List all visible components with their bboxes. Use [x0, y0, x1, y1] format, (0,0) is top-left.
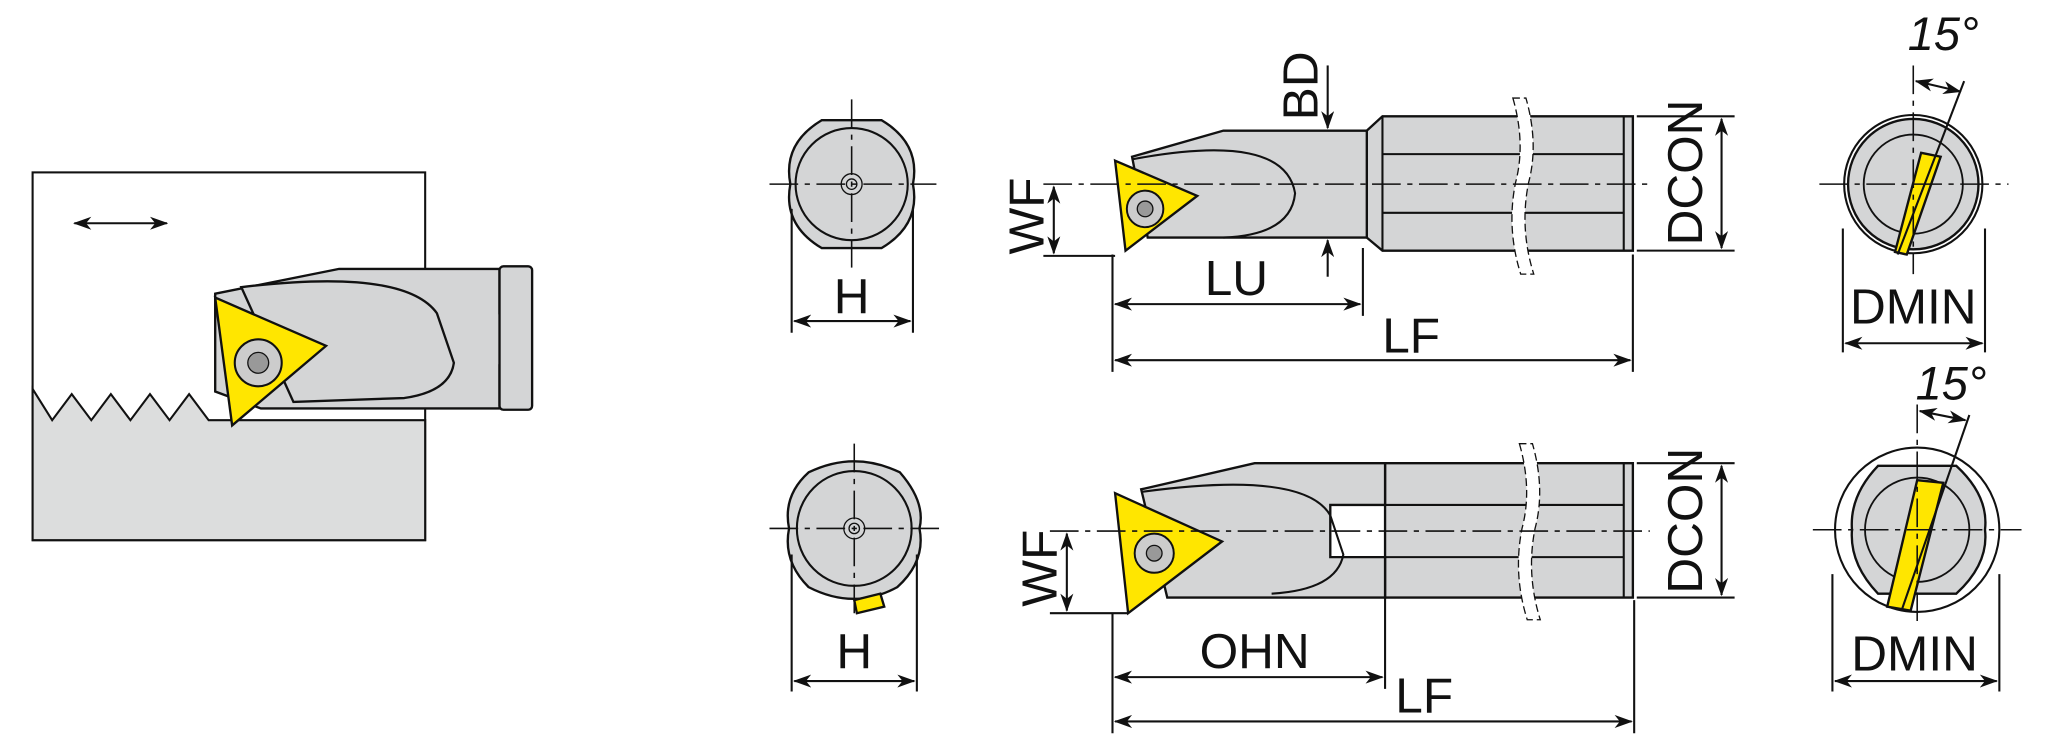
dim-dmin-label: DMIN — [1850, 279, 1977, 335]
top-end-view: H — [769, 99, 937, 333]
dim-dmin-label-bottom: DMIN — [1851, 626, 1978, 682]
application-illustration — [31, 171, 534, 542]
top-front-view: 15° DMIN — [1819, 7, 2009, 353]
dim-dcon-label-bottom: DCON — [1657, 448, 1713, 594]
dim-h-label-bottom: H — [836, 623, 872, 679]
dim-h-label: H — [834, 268, 870, 324]
dim-lu-label: LU — [1205, 250, 1268, 306]
angle-15-label: 15° — [1908, 7, 1979, 60]
dim-dcon-label: DCON — [1657, 100, 1713, 246]
bottom-end-view: H — [769, 443, 940, 692]
dim-wf-label: WF — [998, 178, 1054, 255]
dim-lf-label: LF — [1382, 307, 1440, 363]
angle-15-label-bottom: 15° — [1916, 356, 1987, 409]
top-side-view: BD WF LU LF DCON — [998, 51, 1735, 372]
dim-bd-label: BD — [1272, 51, 1328, 120]
bottom-side-view: WF OHN LF DCON — [1011, 443, 1735, 734]
dim-wf-label-bottom: WF — [1011, 530, 1067, 607]
bottom-front-view: 15° DMIN — [1812, 356, 2022, 692]
dim-lf-label-bottom: LF — [1395, 667, 1453, 723]
dim-ohn-label: OHN — [1200, 623, 1310, 679]
